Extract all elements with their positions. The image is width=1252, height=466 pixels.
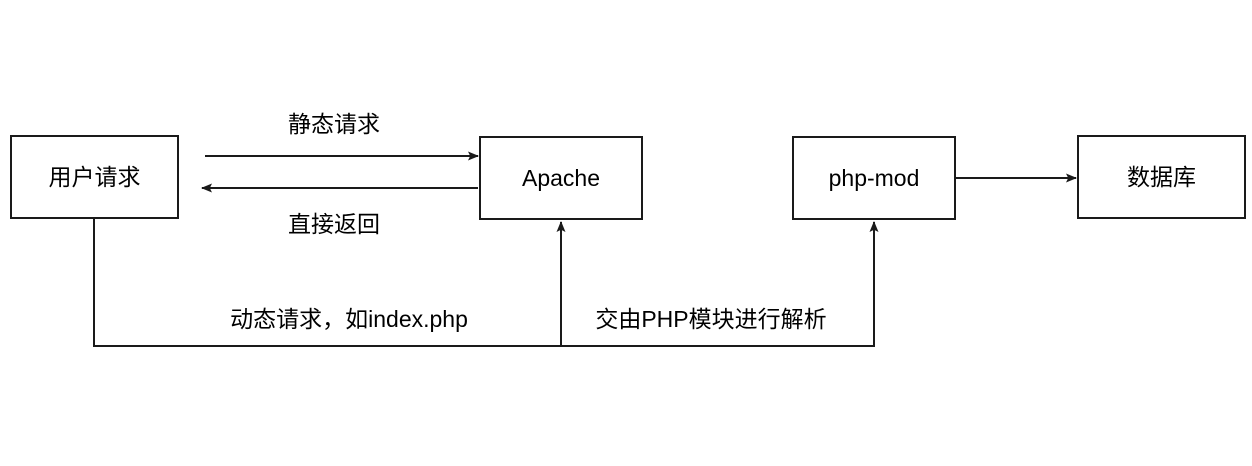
edge-dynamic-request-arrow <box>93 218 566 347</box>
edge-php-parse-label: 交由PHP模块进行解析 <box>595 306 826 332</box>
node-database-box[interactable] <box>1077 135 1246 219</box>
edge-dynamic-request-label: 动态请求，如index.php <box>230 306 468 332</box>
node-database-label: 数据库 <box>1127 164 1196 190</box>
node-user-request[interactable]: 用户请求 <box>10 135 179 219</box>
node-php-mod[interactable]: php-mod <box>792 136 956 220</box>
edge-static-request-label: 静态请求 <box>288 111 380 137</box>
node-apache-label: Apache <box>522 165 600 191</box>
node-user-request-label: 用户请求 <box>49 164 141 190</box>
node-php-mod-label: php-mod <box>829 165 920 191</box>
node-php-mod-box[interactable] <box>792 136 956 220</box>
node-apache[interactable]: Apache <box>479 136 643 220</box>
node-apache-box[interactable] <box>479 136 643 220</box>
edge-direct-return-label: 直接返回 <box>288 211 380 237</box>
node-database[interactable]: 数据库 <box>1077 135 1246 219</box>
edge-php-parse-arrow <box>561 221 879 347</box>
node-user-request-box[interactable] <box>10 135 179 219</box>
